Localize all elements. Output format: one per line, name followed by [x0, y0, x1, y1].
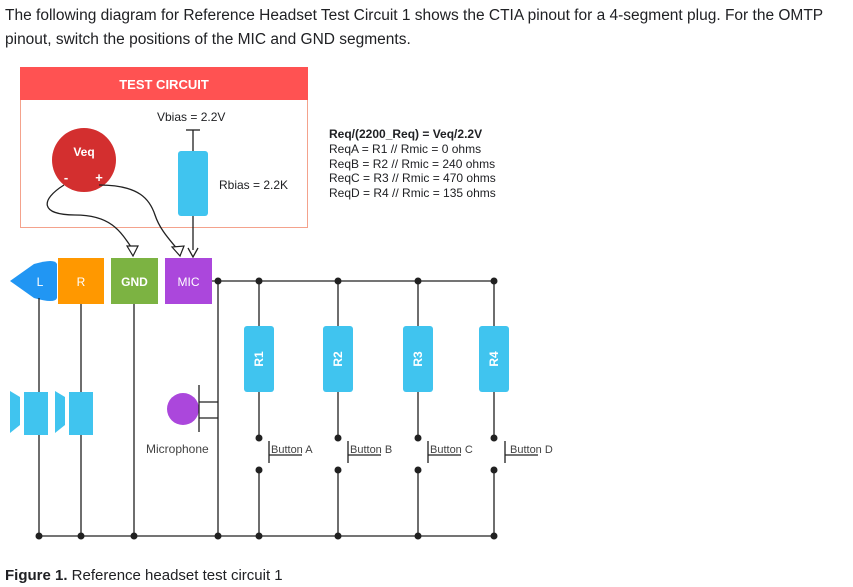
resistor-r3-icon: [403, 326, 433, 392]
veq-source-icon: [52, 128, 116, 192]
button-a-switch: [268, 441, 302, 463]
rbias-resistor-icon: [178, 151, 208, 216]
button-b-label: Button B: [350, 444, 392, 456]
veq-label: Veq: [73, 145, 94, 159]
button-b-switch: [347, 441, 381, 463]
figure-caption-label: Figure 1.: [5, 567, 68, 584]
intro-paragraph: The following diagram for Reference Head…: [5, 7, 823, 48]
microphone-label: Microphone: [146, 442, 209, 456]
right-segment-icon: [58, 258, 104, 304]
equation-reqa: ReqA = R1 // Rmic = 0 ohms: [329, 142, 481, 156]
resistor-r2-label: R2: [331, 351, 345, 367]
veq-minus: -: [64, 170, 68, 185]
left-speaker-icon: [10, 391, 20, 433]
vbias-label: Vbias = 2.2V: [157, 110, 225, 124]
resistor-r4-icon: [479, 326, 509, 392]
figure-caption: Figure 1. Reference headset test circuit…: [5, 567, 283, 584]
equation-reqd: ReqD = R4 // Rmic = 135 ohms: [329, 186, 496, 200]
test-circuit-header: [20, 67, 308, 100]
segment-gnd-label: GND: [121, 275, 148, 289]
button-d-switch: [504, 441, 538, 463]
equation-reqc: ReqC = R3 // Rmic = 470 ohms: [329, 171, 496, 185]
rbias-label: Rbias = 2.2K: [219, 178, 288, 192]
button-c-switch: [427, 441, 461, 463]
segment-r-label: R: [77, 275, 86, 289]
segment-mic-label: MIC: [178, 275, 200, 289]
left-segment-icon: [10, 261, 57, 301]
test-circuit-title: TEST CIRCUIT: [119, 77, 209, 92]
equation-main: Req/(2200_Req) = Veq/2.2V: [329, 127, 482, 141]
resistor-r3-label: R3: [411, 351, 425, 367]
veq-plus: +: [95, 170, 103, 185]
button-d-label: Button D: [510, 444, 553, 456]
resistor-r1-label: R1: [252, 351, 266, 367]
right-speaker-icon: [55, 391, 65, 433]
resistor-r2-icon: [323, 326, 353, 392]
resistor-r1-icon: [244, 326, 274, 392]
junction-dots: [35, 277, 498, 540]
button-c-label: Button C: [430, 444, 473, 456]
figure-caption-text: Reference headset test circuit 1: [67, 567, 283, 584]
segment-l-label: L: [37, 275, 44, 289]
gnd-segment-icon: [111, 258, 158, 304]
mic-segment-icon: [165, 258, 212, 304]
microphone-icon: [167, 393, 199, 425]
button-a-label: Button A: [271, 444, 313, 456]
equation-reqb: ReqB = R2 // Rmic = 240 ohms: [329, 157, 495, 171]
resistor-r4-label: R4: [487, 351, 501, 367]
